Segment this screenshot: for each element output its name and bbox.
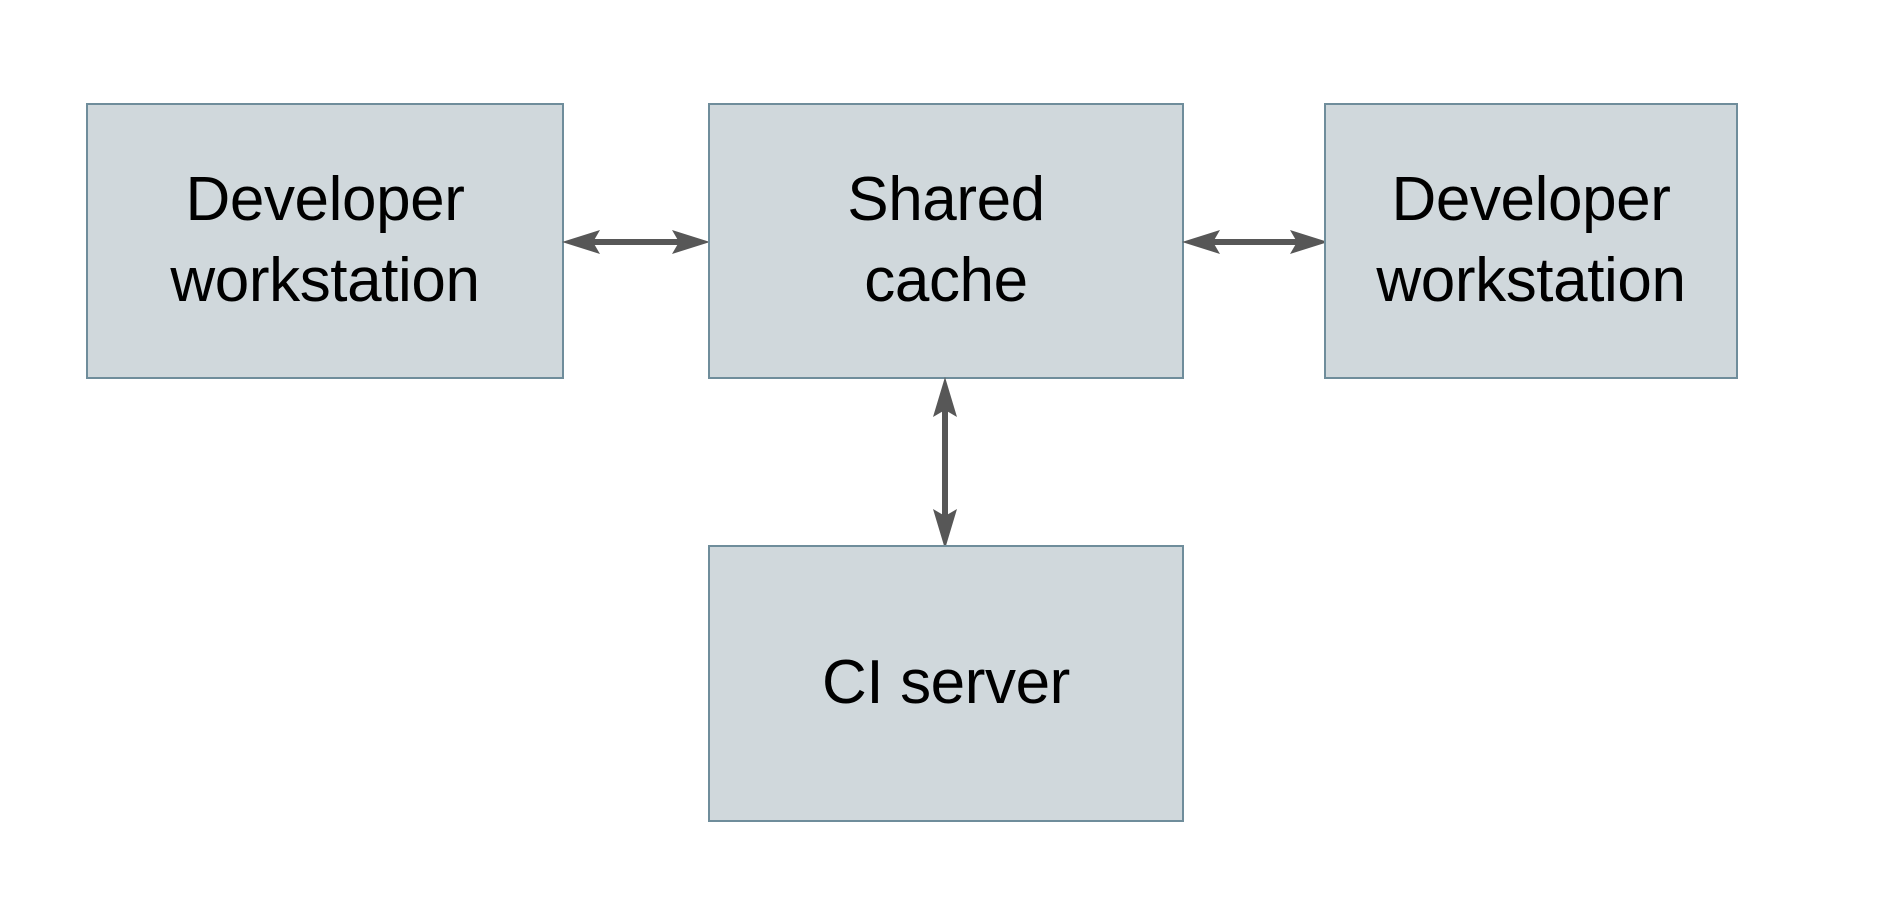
connector-dev-left-to-shared-cache (562, 230, 710, 254)
node-developer-workstation-right[interactable]: Developer workstation (1324, 103, 1738, 379)
node-ci-server[interactable]: CI server (708, 545, 1184, 822)
node-label: Shared cache (847, 165, 1045, 315)
connector-shared-cache-to-dev-right (1182, 230, 1328, 254)
node-shared-cache[interactable]: Shared cache (708, 103, 1184, 379)
node-label: CI server (822, 648, 1070, 718)
node-label: Developer workstation (170, 165, 480, 315)
node-developer-workstation-left[interactable]: Developer workstation (86, 103, 564, 379)
connector-shared-cache-to-ci-server (933, 377, 957, 549)
node-label: Developer workstation (1376, 165, 1686, 315)
